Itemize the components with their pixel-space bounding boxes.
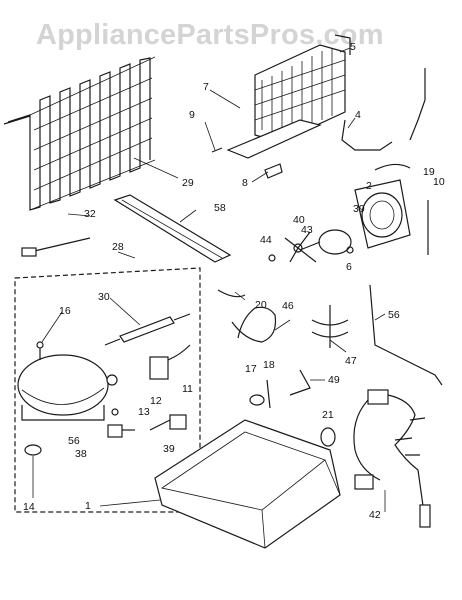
watermark-text: AppliancePartsPros.com — [36, 19, 384, 51]
axle-18-drawing — [266, 379, 271, 409]
grommet-14-drawing — [24, 444, 42, 456]
base-pan-drawing — [154, 419, 341, 549]
callout-58: 58 — [214, 202, 226, 214]
tube-46-drawing — [231, 306, 277, 343]
drain-trough-drawing — [113, 194, 232, 263]
filter-drier-drawing — [119, 316, 175, 343]
callout-9: 9 — [189, 109, 195, 121]
callout-42: 42 — [369, 509, 381, 521]
callout-38: 39 — [163, 443, 175, 455]
callout-3: 29 — [182, 177, 194, 189]
callout-44: 44 — [260, 234, 272, 246]
callout-14: 14 — [23, 501, 35, 513]
callout-49: 56 — [388, 309, 400, 321]
callout-40: 40 — [293, 214, 305, 226]
wiring-harness-drawing — [353, 389, 431, 528]
screw-13-drawing — [111, 408, 119, 416]
tube-49-drawing — [369, 284, 443, 386]
callout-43: 43 — [301, 224, 313, 236]
condenser-coil-drawing — [3, 56, 156, 211]
callout-7: 7 — [203, 81, 209, 93]
callout-56: 56 — [68, 435, 80, 447]
callout-4: 4 — [355, 109, 361, 121]
callout-48: 49 — [328, 374, 340, 386]
screw-9-drawing — [211, 147, 223, 153]
callout-16: 16 — [59, 305, 71, 317]
callout-46: 46 — [282, 300, 294, 312]
grommet-12-drawing — [106, 374, 118, 386]
capacitor-56-drawing — [107, 424, 123, 438]
bracket-48-drawing — [289, 369, 311, 396]
callout-13: 13 — [138, 406, 150, 418]
callout-19: 19 — [423, 166, 435, 178]
harness-2-drawing — [374, 163, 411, 171]
callout-21: 21 — [322, 409, 334, 421]
callout-47: 47 — [345, 355, 357, 367]
callout-29: 30 — [98, 291, 110, 303]
callout-12: 12 — [150, 395, 162, 407]
callout-32: 38 — [75, 448, 87, 460]
drain-pan-drawing — [226, 119, 322, 159]
evaporator-drawing — [254, 34, 351, 143]
callout-28: 28 — [112, 241, 124, 253]
compressor-group-box — [14, 267, 201, 513]
callout-5: 5 — [350, 41, 356, 53]
tube-20-drawing — [217, 289, 246, 298]
clip-drawing — [264, 163, 283, 179]
wire-right-drawing — [409, 68, 426, 141]
callout-20: 20 — [255, 299, 267, 311]
compressor-drawing — [17, 341, 109, 421]
start-relay-drawing — [149, 344, 191, 380]
fan-motor-drawing — [268, 229, 354, 263]
leveler-21-drawing — [320, 427, 336, 447]
power-cord-drawing — [29, 237, 91, 253]
plug-drawing — [21, 247, 37, 257]
callout-11: 11 — [182, 383, 193, 395]
callout-2: 2 — [366, 180, 372, 192]
callout-6: 6 — [346, 261, 352, 273]
callout-39: 39 — [353, 203, 365, 215]
callout-10: 10 — [433, 176, 445, 188]
callout-17: 17 — [245, 363, 257, 375]
roller-17-drawing — [249, 394, 265, 406]
fan-shroud-drawing — [354, 179, 411, 249]
wire-4-drawing — [341, 119, 393, 151]
callout-1: 1 — [85, 500, 91, 512]
callout-18: 18 — [263, 359, 275, 371]
callout-8: 8 — [242, 177, 248, 189]
tube-47-drawing — [311, 305, 349, 348]
connector-38-drawing — [169, 414, 187, 430]
callout-30: 32 — [84, 208, 96, 220]
